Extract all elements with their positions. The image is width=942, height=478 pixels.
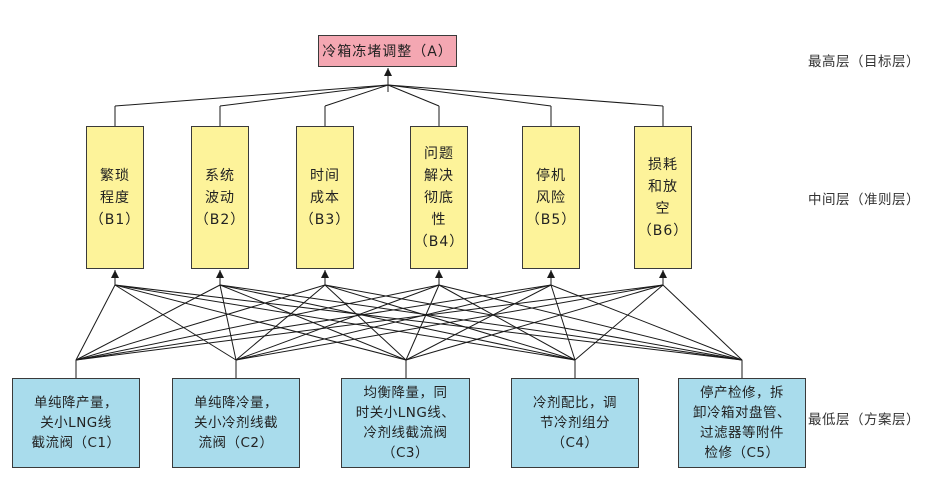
level-label-middle: 中间层（准则层） (808, 192, 920, 208)
edge-c3-b3 (324, 284, 407, 361)
edge-c1-b4 (75, 284, 440, 361)
edge-c5-b5 (550, 284, 743, 361)
criterion-b1-to-goal-edge (114, 84, 389, 107)
criteria-to-goal-edges (114, 68, 664, 126)
criterion-b5-to-goal-edge (387, 84, 552, 107)
edge-c5-b6 (662, 284, 743, 361)
edge-c2-b4 (235, 284, 440, 361)
edge-c5-b1 (114, 284, 743, 361)
criterion-b5-label: 停机 风险 （B5） (525, 167, 577, 228)
criterion-b4-label: 问题 解决 彻底 性 （B4） (413, 145, 465, 250)
alternative-c1-label: 单纯降产量， 关小LNG线 截流阀（C1） (31, 395, 121, 451)
criterion-b5-node: 停机 风险 （B5） (522, 126, 580, 269)
criterion-b3-to-goal-edge (324, 84, 389, 107)
edge-c2-b1 (114, 284, 237, 361)
level-label-top: 最高层（目标层） (808, 54, 920, 70)
criterion-b2-label: 系统 波动 （B2） (194, 167, 246, 228)
criterion-b4-to-goal-edge (387, 84, 440, 107)
alternative-to-criteria-edges (75, 270, 743, 378)
criterion-b6-to-goal-edge (387, 84, 664, 107)
criterion-b4-node: 问题 解决 彻底 性 （B4） (410, 126, 468, 269)
edge-c1-b2 (75, 284, 221, 361)
alternative-c5-label: 停产检修，拆 卸冷箱对盘管、 过滤器等附件 检修（C5） (693, 385, 791, 461)
edge-c4-b1 (114, 284, 576, 361)
edge-c2-b2 (219, 284, 237, 361)
edge-c3-b1 (114, 284, 407, 361)
alternative-c2-label: 单纯降冷量， 关小冷剂线截 流阀（C2） (194, 395, 278, 451)
alternative-c5-node: 停产检修，拆 卸冷箱对盘管、 过滤器等附件 检修（C5） (678, 378, 806, 468)
edge-c4-b2 (219, 284, 576, 361)
edge-c1-b3 (75, 284, 326, 361)
edge-c5-b2 (219, 284, 743, 361)
edge-c1-b1 (75, 284, 116, 361)
alternative-c2-node: 单纯降冷量， 关小冷剂线截 流阀（C2） (172, 378, 300, 468)
edge-c4-b5 (550, 284, 576, 361)
edge-c1-b6 (75, 284, 664, 361)
edge-c3-b2 (219, 284, 407, 361)
criterion-b3-label: 时间 成本 （B3） (299, 167, 351, 228)
level-label-bottom: 最低层（方案层） (808, 412, 920, 428)
edge-c2-b5 (235, 284, 552, 361)
alternative-c4-label: 冷剂配比，调 节冷剂组分 （C4） (533, 395, 617, 451)
criterion-b1-node: 繁琐 程度 （B1） (86, 126, 144, 269)
alternative-c1-node: 单纯降产量， 关小LNG线 截流阀（C1） (12, 378, 140, 468)
alternative-c4-node: 冷剂配比，调 节冷剂组分 （C4） (511, 378, 639, 468)
alternative-c3-node: 均衡降量，同 时关小LNG线、 冷剂线截流阀 （C3） (341, 378, 470, 468)
criterion-b2-node: 系统 波动 （B2） (191, 126, 249, 269)
criterion-b3-node: 时间 成本 （B3） (296, 126, 354, 269)
goal-node: 冷箱冻堵调整（A） (318, 35, 457, 67)
edge-c4-b4 (438, 284, 576, 361)
edge-c5-b4 (438, 284, 743, 361)
criterion-b6-node: 损耗 和放 空 （B6） (634, 126, 692, 269)
alternative-c3-label: 均衡降量，同 时关小LNG线、 冷剂线截流阀 （C3） (355, 385, 456, 461)
edge-c4-b6 (574, 284, 664, 361)
edge-c3-b4 (405, 284, 440, 361)
criterion-b1-label: 繁琐 程度 （B1） (89, 167, 141, 228)
goal-label: 冷箱冻堵调整（A） (322, 44, 453, 60)
criterion-b2-to-goal-edge (219, 84, 389, 107)
criterion-b6-label: 损耗 和放 空 （B6） (637, 156, 689, 239)
edge-c5-b3 (324, 284, 743, 361)
edge-c4-b3 (324, 284, 576, 361)
